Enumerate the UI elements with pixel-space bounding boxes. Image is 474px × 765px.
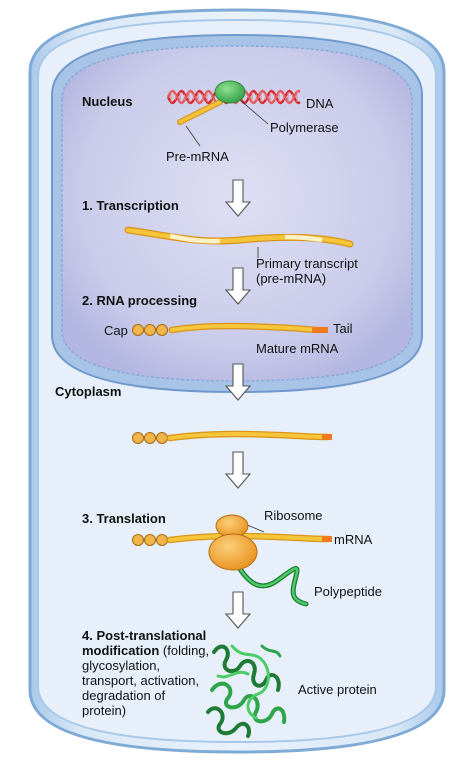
label-polymerase: Polymerase bbox=[270, 120, 339, 135]
label-cap: Cap bbox=[104, 323, 128, 338]
label-polypeptide: Polypeptide bbox=[314, 584, 382, 599]
primary-transcript bbox=[124, 226, 354, 248]
label-mature-mrna: Mature mRNA bbox=[256, 341, 339, 356]
label-step-modification-line2: modification (folding, bbox=[82, 643, 209, 658]
mature-mrna-nucleus bbox=[132, 322, 328, 336]
label-modification-desc-1: (folding, bbox=[159, 643, 210, 658]
label-modification-desc-2: glycosylation, bbox=[82, 658, 161, 673]
label-primary-transcript: Primary transcript bbox=[256, 256, 358, 271]
label-modification-word: modification bbox=[82, 643, 160, 658]
rna-polymerase bbox=[214, 80, 246, 104]
translation-complex bbox=[132, 514, 332, 607]
label-step-rna-processing: 2. RNA processing bbox=[82, 293, 198, 308]
label-step-modification-title: 4. Post-translational bbox=[82, 628, 207, 643]
label-primary-transcript-sub: (pre-mRNA) bbox=[256, 271, 327, 286]
label-nucleus: Nucleus bbox=[82, 94, 133, 109]
label-step-translation: 3. Translation bbox=[82, 511, 166, 526]
mrna-cytoplasm bbox=[132, 430, 332, 444]
label-mrna: mRNA bbox=[334, 532, 373, 547]
label-active-protein: Active protein bbox=[298, 682, 377, 697]
label-cytoplasm: Cytoplasm bbox=[55, 384, 122, 399]
active-protein bbox=[206, 644, 287, 738]
label-modification-desc-4: degradation of bbox=[82, 688, 166, 703]
cap-beads bbox=[132, 324, 168, 336]
label-pre-mrna: Pre-mRNA bbox=[166, 149, 229, 164]
label-modification-desc-5: protein) bbox=[82, 703, 127, 718]
pre-mrna-strand bbox=[177, 99, 223, 125]
label-modification-desc-3: transport, activation, bbox=[82, 673, 200, 688]
label-step-transcription: 1. Transcription bbox=[82, 198, 179, 213]
label-dna: DNA bbox=[306, 96, 334, 111]
label-tail: Tail bbox=[333, 321, 353, 336]
label-ribosome: Ribosome bbox=[264, 508, 323, 523]
ribosome bbox=[208, 514, 258, 571]
